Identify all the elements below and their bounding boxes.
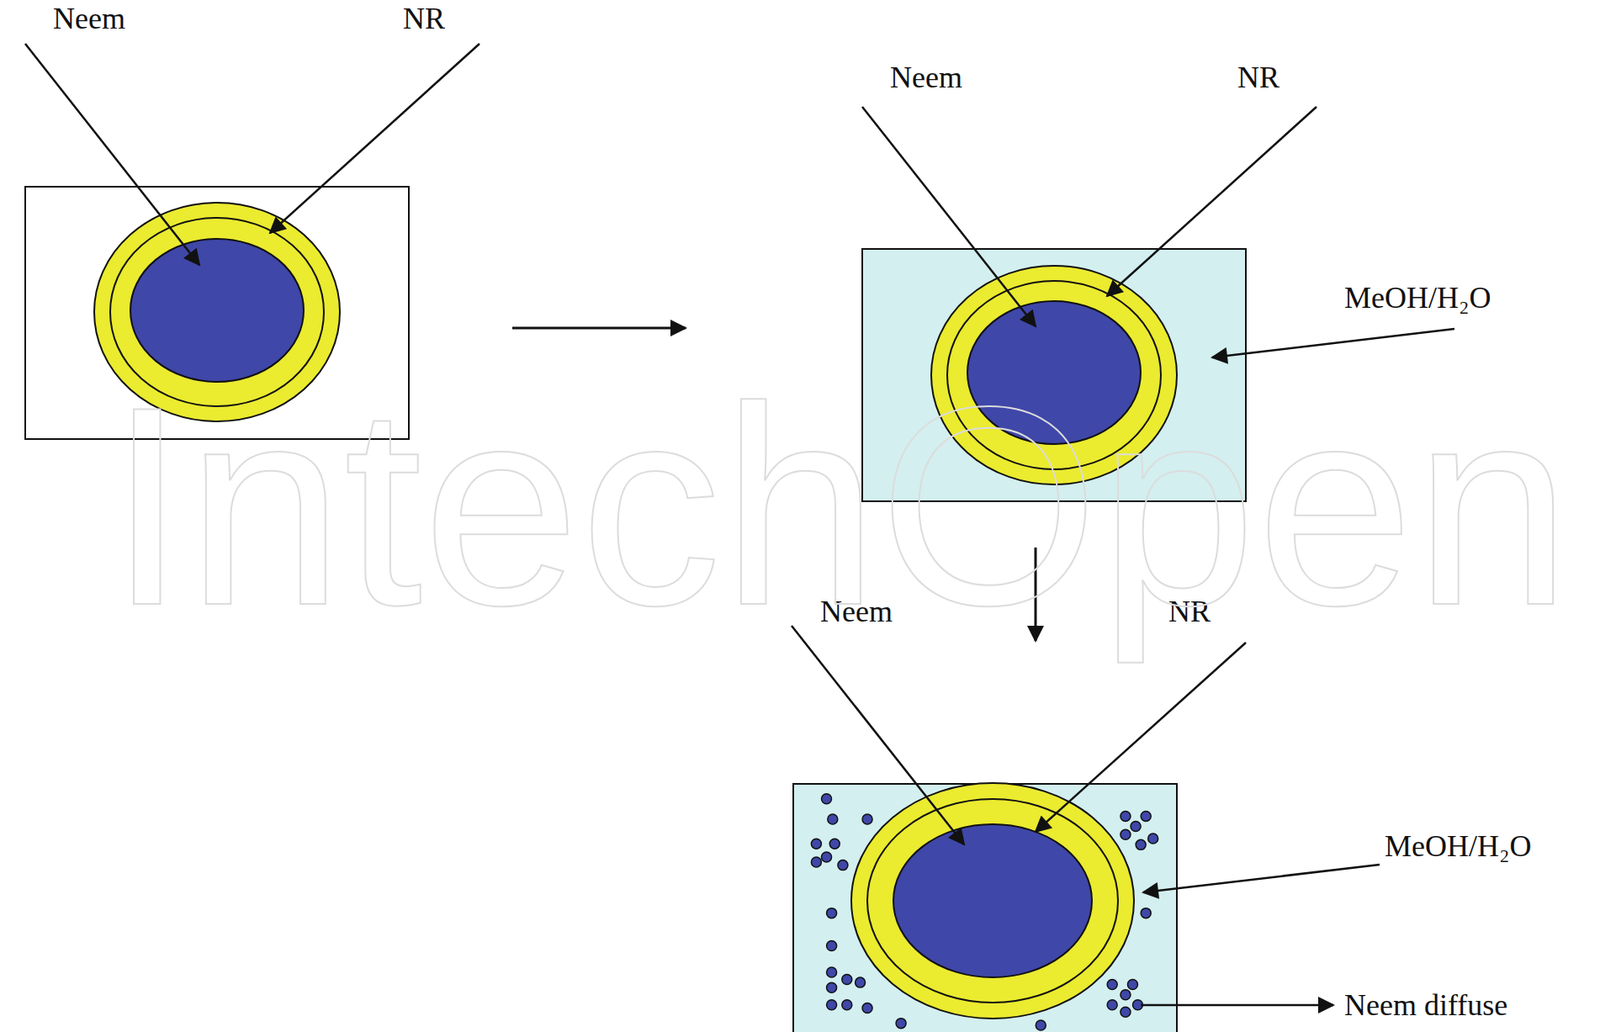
part-label: NR <box>1168 596 1211 627</box>
part-label: MeOH/H₂O <box>1384 831 1532 862</box>
neem-particle <box>895 1018 906 1029</box>
neem-particle <box>821 852 832 863</box>
part-label: Neem <box>890 62 963 93</box>
neem-particle <box>1140 810 1151 822</box>
nr-layer <box>851 783 1134 1019</box>
leader-line <box>1212 328 1455 358</box>
nr-layer <box>94 202 340 422</box>
leader-line <box>1143 864 1380 893</box>
part-label: MeOH/H₂O <box>1344 282 1492 313</box>
neem-particle <box>1107 1000 1118 1011</box>
part-label: NR <box>402 3 446 34</box>
solvent-panel <box>862 249 1246 502</box>
neem-core <box>967 301 1141 445</box>
neem-particle <box>810 838 822 849</box>
neem-particle <box>1135 839 1146 850</box>
neem-particles <box>810 794 1158 1031</box>
neem-particle <box>1127 980 1138 991</box>
neem-particle <box>1120 810 1131 822</box>
neem-particle <box>826 908 838 919</box>
neem-particle <box>1120 1006 1131 1018</box>
neem-particle <box>837 860 848 871</box>
neem-particle <box>1140 908 1151 919</box>
solvent-panel <box>793 784 1177 1032</box>
neem-particle <box>1107 980 1118 991</box>
neem-particle <box>826 1000 838 1011</box>
neem-particle <box>810 857 822 868</box>
neem-particle <box>842 1000 853 1011</box>
neem-particle <box>862 1002 873 1013</box>
neem-particle <box>827 814 838 825</box>
leader-line <box>270 43 480 234</box>
neem-particle <box>826 982 838 993</box>
part-label: Neem <box>820 596 893 627</box>
neem-particle <box>1035 1020 1046 1031</box>
nr-ring-line <box>867 799 1118 1003</box>
neem-particle <box>842 974 853 985</box>
neem-particle <box>1130 821 1141 832</box>
leader-line <box>1140 1004 1334 1007</box>
neem-particle <box>826 940 838 951</box>
leader-line <box>1035 642 1246 832</box>
nr-layer <box>931 265 1177 485</box>
part-label: NR <box>1237 62 1280 93</box>
part-label: Neem <box>52 3 126 34</box>
neem-particle <box>855 977 866 988</box>
neem-particle <box>1120 990 1131 1001</box>
leader-line <box>791 625 965 845</box>
neem-particle <box>862 814 873 825</box>
process-arrow <box>512 327 686 330</box>
leader-line <box>1107 106 1317 297</box>
process-arrow <box>1034 547 1038 642</box>
nr-ring-line <box>947 280 1161 470</box>
part-label: Neem diffuse <box>1344 990 1508 1021</box>
neem-particle <box>826 967 838 978</box>
neem-particle <box>829 838 840 849</box>
leader-line <box>862 106 1036 327</box>
neem-particle <box>1148 833 1159 844</box>
neem-particle <box>821 794 832 805</box>
neem-particle <box>1120 829 1131 840</box>
neem-core <box>130 238 304 382</box>
leader-line <box>25 43 200 265</box>
panel <box>25 186 409 440</box>
neem-core <box>893 824 1092 978</box>
nr-ring-line <box>110 217 324 407</box>
